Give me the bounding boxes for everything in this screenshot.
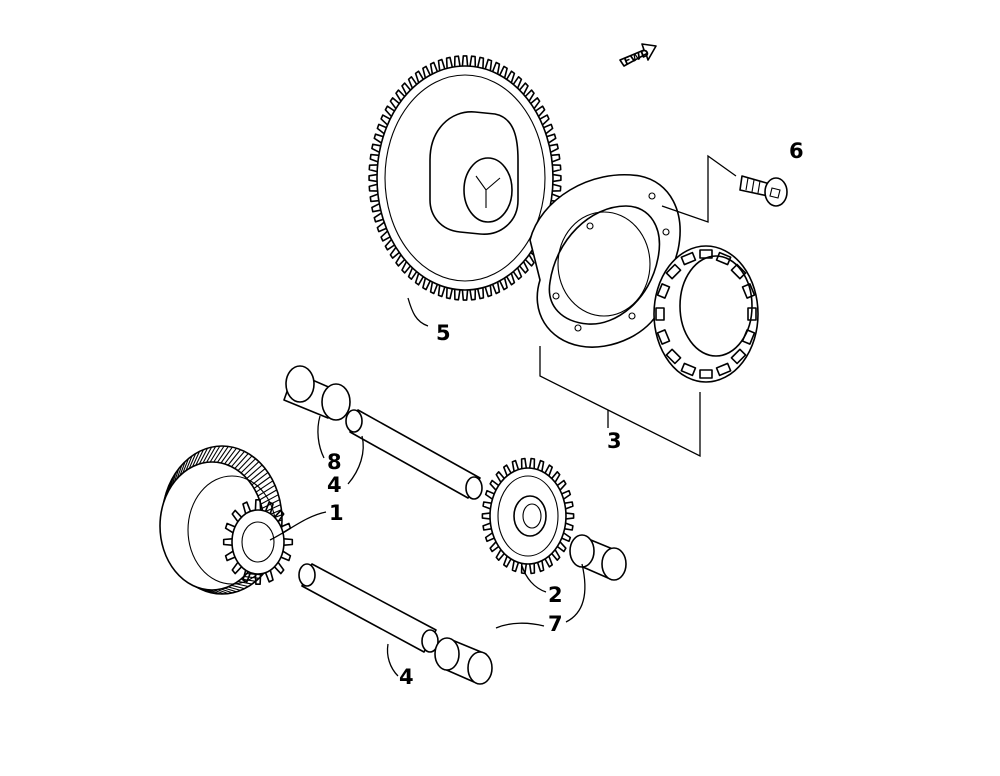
bushing-part-8 — [283, 365, 351, 421]
shaft-part-4-lower — [298, 563, 439, 653]
callout-5: 5 — [436, 321, 451, 345]
starter-gear-part-1 — [159, 445, 294, 595]
callout-3: 3 — [607, 429, 622, 453]
clutch-housing-part-3 — [529, 174, 681, 348]
callouts: 5 6 3 8 4 1 2 7 4 — [327, 139, 804, 689]
shaft-part-4-upper — [345, 409, 483, 500]
idler-gear-part-2 — [481, 457, 575, 575]
bushing-part-7-lower — [434, 637, 493, 685]
sprag-clutch — [653, 245, 759, 383]
callout-4-lower: 4 — [399, 665, 414, 689]
callout-8: 8 — [327, 450, 342, 474]
callout-6: 6 — [789, 139, 804, 163]
bolt-part-6 — [739, 175, 788, 207]
callout-1: 1 — [329, 501, 344, 525]
forward-marker-label: FWD — [623, 48, 651, 68]
callout-4-upper: 4 — [327, 473, 342, 497]
large-gear-part-5 — [368, 55, 562, 301]
forward-arrow-icon: FWD — [619, 43, 657, 68]
leader-lines — [269, 154, 737, 677]
bushing-part-7-upper — [569, 534, 627, 581]
callout-2: 2 — [548, 583, 563, 607]
callout-7: 7 — [548, 612, 563, 636]
